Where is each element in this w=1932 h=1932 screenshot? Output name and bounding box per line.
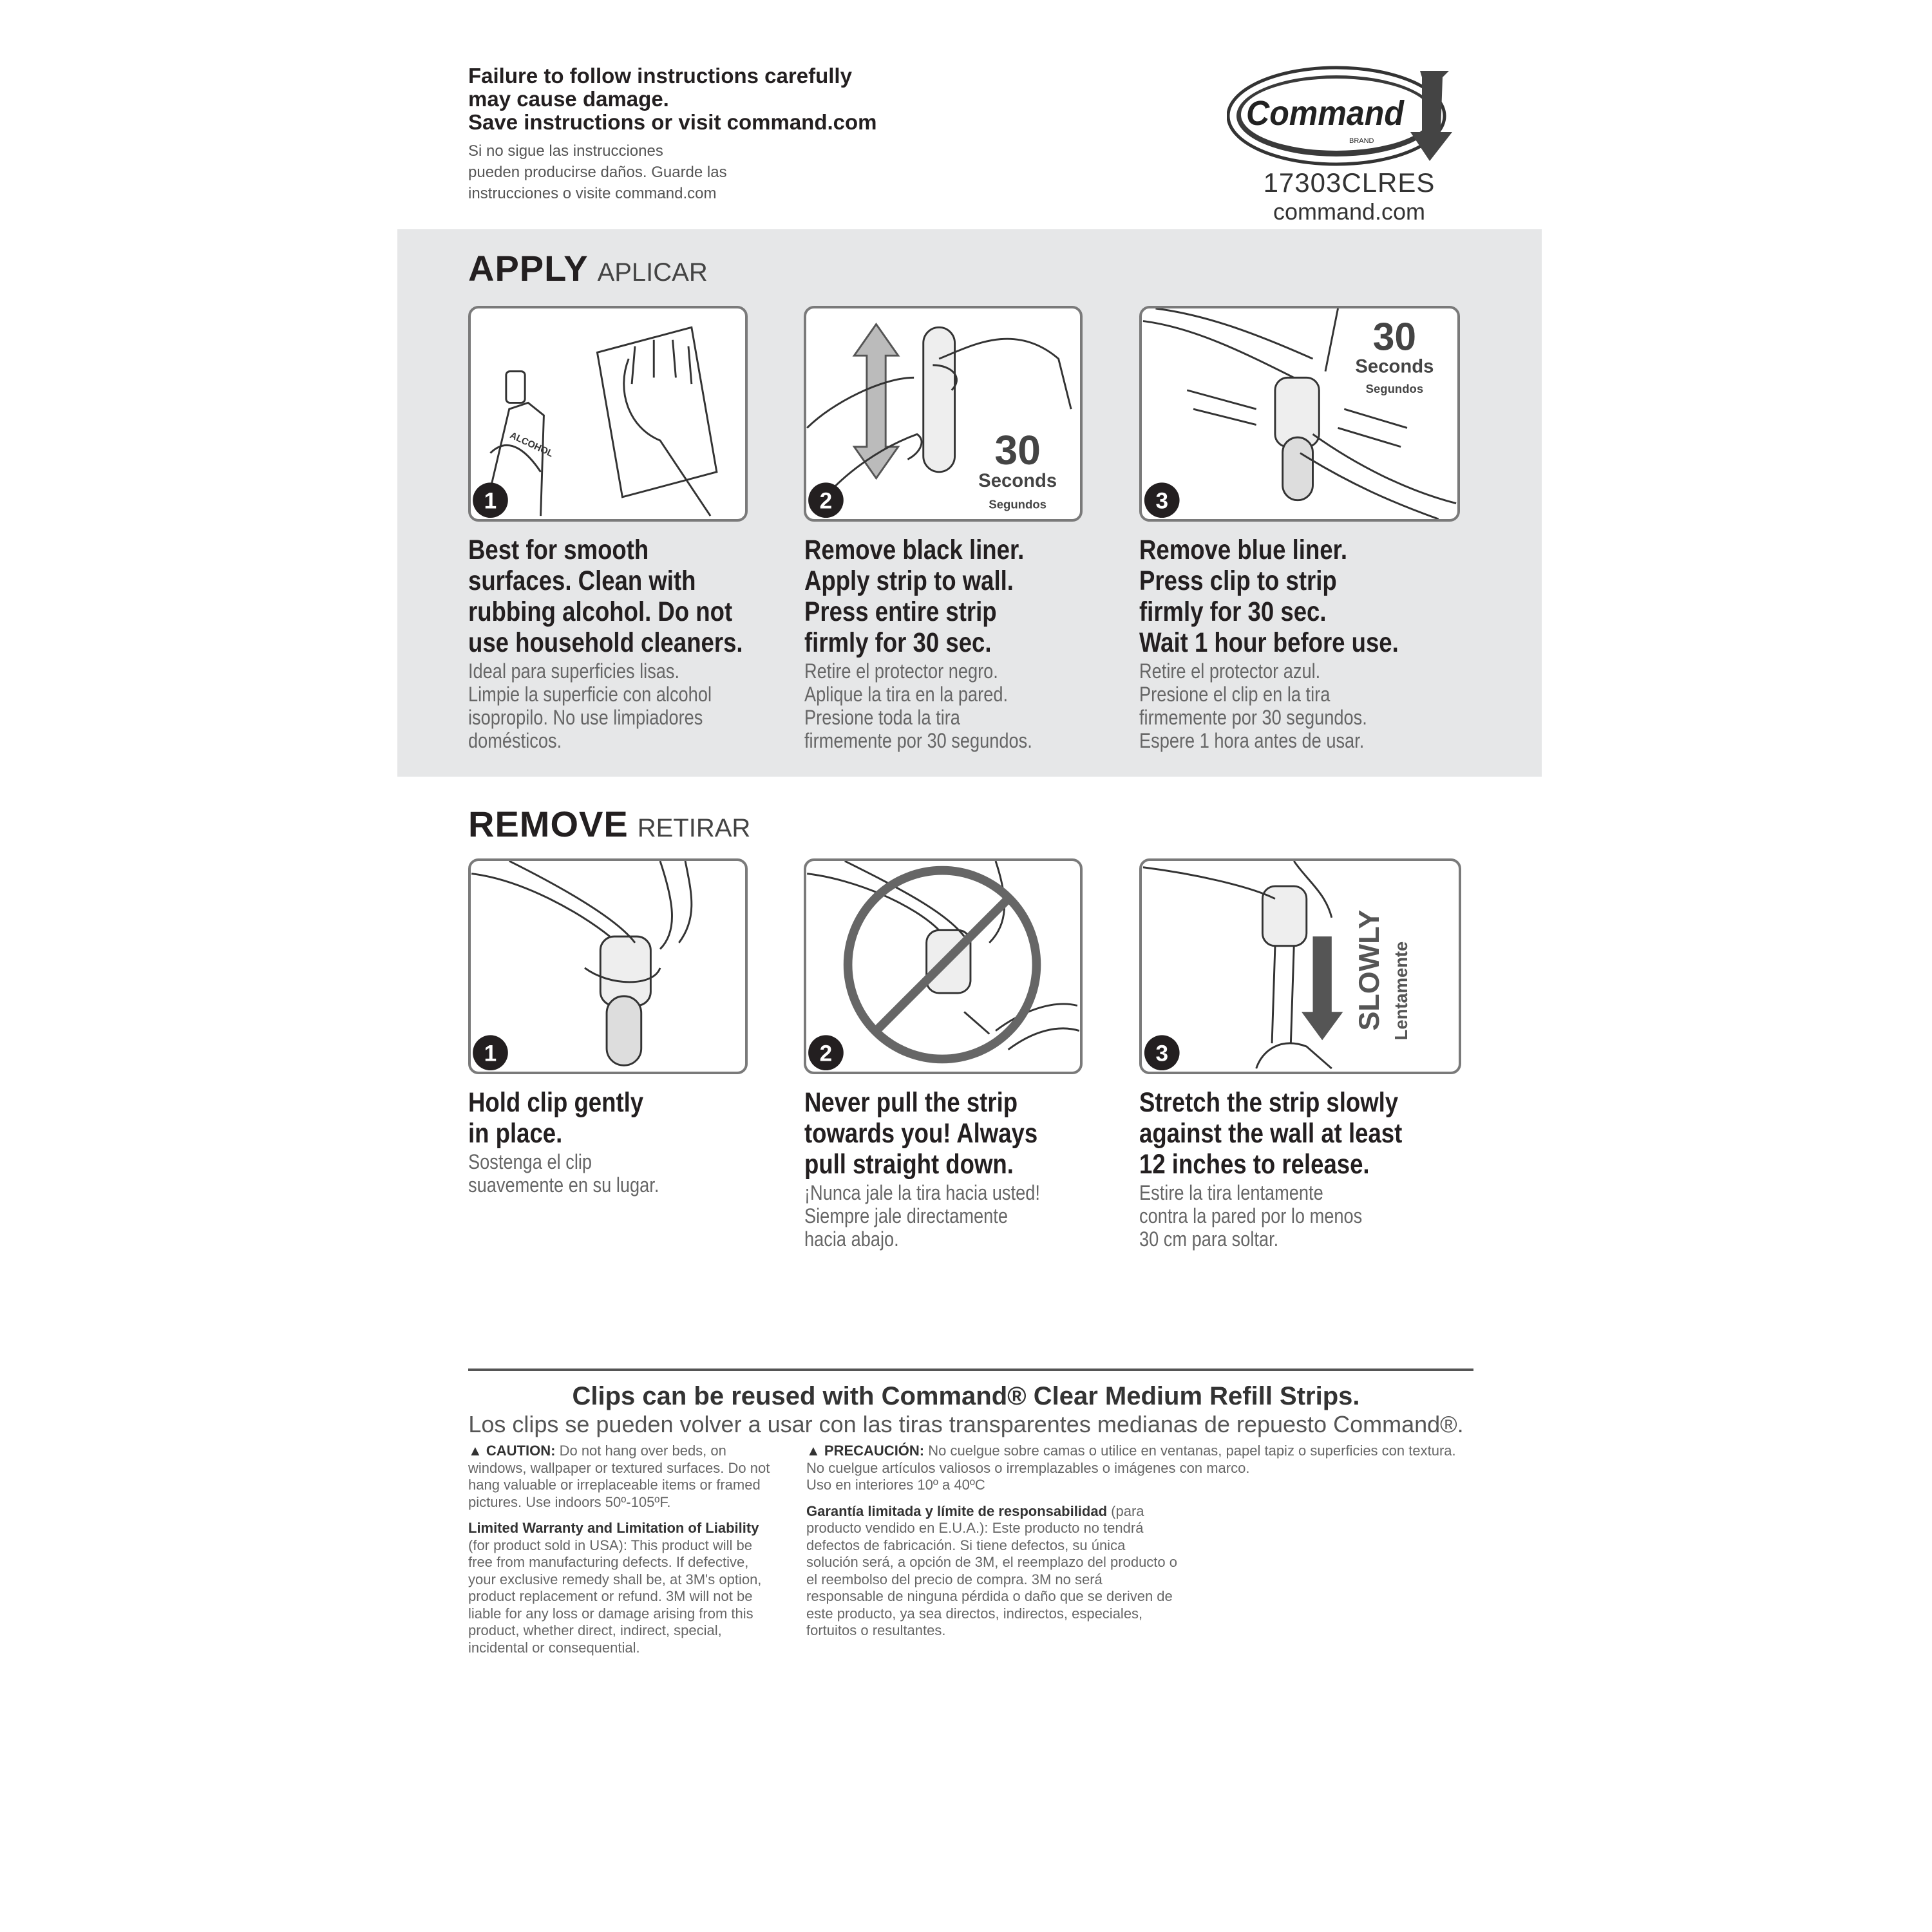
warning-line: Save instructions or visit command.com <box>468 110 877 134</box>
timer-unit: Seconds <box>1355 356 1434 377</box>
remove-title-es: RETIRAR <box>637 814 751 842</box>
step-instruction-en: Remove blue liner. Press clip to strip f… <box>1139 535 1399 658</box>
step-instruction-es: ¡Nunca jale la tira hacia usted! Siempre… <box>804 1181 1040 1251</box>
warning-spanish: Si no sigue las instrucciones pueden pro… <box>468 140 727 204</box>
timer-unit-es: Segundos <box>989 497 1046 511</box>
step-instruction-en: Never pull the strip towards you! Always… <box>804 1087 1038 1180</box>
product-code: 17303CLRES <box>1263 167 1435 198</box>
remove-title: REMOVE <box>468 804 629 844</box>
warranty-text: (for product sold in USA): This product … <box>468 1537 762 1656</box>
precaucion-text: No cuelgue sobre camas o utilice en vent… <box>806 1443 1456 1476</box>
website[interactable]: command.com <box>1273 198 1426 225</box>
caution-es: ▲ PRECAUCIÓN: No cuelgue sobre camas o u… <box>806 1443 1457 1494</box>
apply-step-1-illustration: ALCOHOL 1 <box>468 306 748 522</box>
caution-en: ▲ CAUTION: Do not hang over beds, on win… <box>468 1443 771 1511</box>
slowly-label-es: Lentamente <box>1391 942 1411 1040</box>
warning-line: Si no sigue las instrucciones <box>468 142 663 160</box>
remove-step-2-text: Never pull the strip towards you! Always… <box>804 1087 1128 1251</box>
step-instruction-en: Best for smooth surfaces. Clean with rub… <box>468 535 743 658</box>
warning-line: instrucciones o visite command.com <box>468 185 717 202</box>
command-logo: Command BRAND <box>1226 64 1465 167</box>
step-number: 1 <box>484 1041 497 1066</box>
apply-title: APPLY <box>468 248 589 289</box>
warning-line: may cause damage. <box>468 87 669 111</box>
step-instruction-es: Estire la tira lentamente contra la pare… <box>1139 1181 1363 1251</box>
caution-text: Do not hang over beds, on windows, wallp… <box>468 1443 770 1510</box>
remove-step-1-text: Hold clip gently in place. Sostenga el c… <box>468 1087 791 1197</box>
apply-step-2-illustration: 30 Seconds Segundos 2 <box>804 306 1083 522</box>
command-arrow-icon <box>1410 71 1452 161</box>
warranty-es: Garantía limitada y límite de responsabi… <box>806 1503 1180 1640</box>
step-instruction-es: Sostenga el clip suavemente en su lugar. <box>468 1150 659 1197</box>
timer-value: 30 <box>1373 314 1416 358</box>
apply-heading: APPLY APLICAR <box>468 248 708 293</box>
warning-triangle-icon: ▲ <box>806 1443 820 1459</box>
warning-triangle-icon: ▲ <box>468 1443 482 1459</box>
prohibited-icon <box>843 866 1041 1064</box>
step-instruction-en: Hold clip gently in place. <box>468 1087 644 1149</box>
remove-step-2-illustration: 2 <box>804 858 1083 1074</box>
logo-sub: BRAND <box>1349 137 1374 145</box>
legal-es: ▲ PRECAUCIÓN: No cuelgue sobre camas o u… <box>806 1443 1457 1640</box>
garantia-text: (para producto vendido en E.U.A.): Este … <box>806 1502 1178 1639</box>
timer-unit: Seconds <box>978 470 1057 491</box>
step-number: 1 <box>484 488 497 513</box>
alcohol-label: ALCOHOL <box>508 430 554 459</box>
remove-step-3-illustration: SLOWLY Lentamente 3 <box>1139 858 1461 1074</box>
apply-step-1-text: Best for smooth surfaces. Clean with rub… <box>468 535 791 752</box>
step-number: 3 <box>1155 488 1168 513</box>
warranty-label: Limited Warranty and Limitation of Liabi… <box>468 1520 759 1536</box>
warning-line: Failure to follow instructions carefully <box>468 64 852 88</box>
logo-text: Command <box>1246 94 1405 133</box>
apply-step-3-text: Remove blue liner. Press clip to strip f… <box>1139 535 1463 752</box>
warning-english: Failure to follow instructions carefully… <box>468 64 877 134</box>
step-instruction-es: Retire el protector negro. Aplique la ti… <box>804 659 1032 752</box>
remove-heading: REMOVE RETIRAR <box>468 804 750 849</box>
precaucion-label: PRECAUCIÓN: <box>824 1443 925 1459</box>
caution-label: CAUTION: <box>486 1443 556 1459</box>
step-instruction-es: Ideal para superficies lisas. Limpie la … <box>468 659 712 752</box>
step-number: 3 <box>1155 1041 1168 1066</box>
apply-title-es: APLICAR <box>597 258 708 287</box>
apply-step-3-illustration: 30 Seconds Segundos 3 <box>1139 306 1460 522</box>
divider <box>468 1368 1473 1371</box>
apply-step-2-text: Remove black liner. Apply strip to wall.… <box>804 535 1128 752</box>
remove-step-3-text: Stretch the strip slowly against the wal… <box>1139 1087 1463 1251</box>
step-number: 2 <box>820 488 833 513</box>
step-instruction-es: Retire el protector azul. Presione el cl… <box>1139 659 1367 752</box>
step-number: 2 <box>820 1041 833 1066</box>
reuse-note: Clips can be reused with Command® Clear … <box>572 1382 1360 1410</box>
timer-value: 30 <box>994 427 1041 473</box>
garantia-label: Garantía limitada y límite de responsabi… <box>806 1502 1108 1519</box>
remove-step-1-illustration: 1 <box>468 858 748 1074</box>
precaucion-temp: Uso en interiores 10º a 40ºC <box>806 1477 985 1493</box>
slowly-label: SLOWLY <box>1352 910 1385 1031</box>
timer-unit-es: Segundos <box>1366 382 1424 395</box>
reuse-note-es: Los clips se pueden volver a usar con la… <box>468 1411 1464 1437</box>
warranty-en: Limited Warranty and Limitation of Liabi… <box>468 1520 771 1656</box>
down-arrow-icon <box>1301 936 1343 1041</box>
step-instruction-en: Stretch the strip slowly against the wal… <box>1139 1087 1403 1180</box>
step-instruction-en: Remove black liner. Apply strip to wall.… <box>804 535 1025 658</box>
legal-en: ▲ CAUTION: Do not hang over beds, on win… <box>468 1443 771 1656</box>
warning-line: pueden producirse daños. Guarde las <box>468 164 727 181</box>
